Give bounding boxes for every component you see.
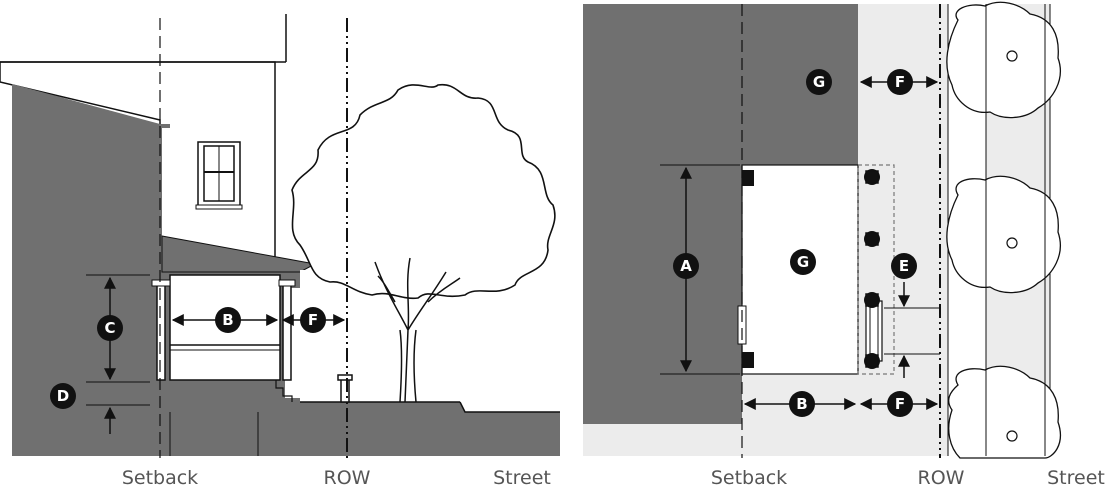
marker-f-plan-bottom: F: [887, 391, 913, 417]
marker-a: A: [673, 253, 699, 279]
marker-f-plan-top: F: [887, 69, 913, 95]
marker-b-plan: B: [789, 391, 815, 417]
svg-text:B: B: [796, 395, 807, 413]
plan-door: [737, 305, 747, 345]
plan-steps: [865, 300, 883, 362]
svg-text:D: D: [57, 387, 69, 405]
svg-text:F: F: [308, 311, 318, 329]
plan-tree-3: [948, 365, 1061, 459]
porch-post-left: [156, 284, 166, 381]
porch-steps: [275, 380, 293, 402]
label-setback-plan: Setback: [711, 467, 787, 489]
label-setback-elev: Setback: [122, 467, 198, 489]
label-row-plan: ROW: [918, 467, 965, 489]
porch-post-right: [282, 284, 292, 381]
plan-tree-1: [946, 1, 1061, 119]
elevation-view: C B F D Setback ROW Street: [0, 14, 560, 489]
svg-text:G: G: [813, 73, 825, 91]
marker-d: D: [50, 383, 76, 409]
marker-b-elev: B: [215, 307, 241, 333]
label-street-plan: Street: [1047, 467, 1105, 489]
marker-f-elev: F: [300, 307, 326, 333]
svg-text:B: B: [222, 311, 233, 329]
svg-text:F: F: [895, 395, 905, 413]
marker-c: C: [97, 315, 123, 341]
label-street-elev: Street: [493, 467, 551, 489]
svg-text:G: G: [797, 253, 809, 271]
marker-g-top: G: [806, 69, 832, 95]
svg-text:A: A: [680, 257, 692, 275]
plan-tree-2: [946, 175, 1061, 294]
street-tree: [291, 83, 556, 403]
plan-building: [583, 4, 858, 424]
marker-e: E: [891, 253, 917, 279]
label-row-elev: ROW: [324, 467, 371, 489]
marker-g-mid: G: [790, 249, 816, 275]
house-window: [195, 141, 243, 210]
svg-text:C: C: [104, 319, 115, 337]
svg-text:E: E: [899, 257, 909, 275]
plan-view: G F A G E B F Setback ROW Street: [583, 1, 1110, 489]
plan-posts: [742, 169, 880, 369]
svg-text:F: F: [895, 73, 905, 91]
